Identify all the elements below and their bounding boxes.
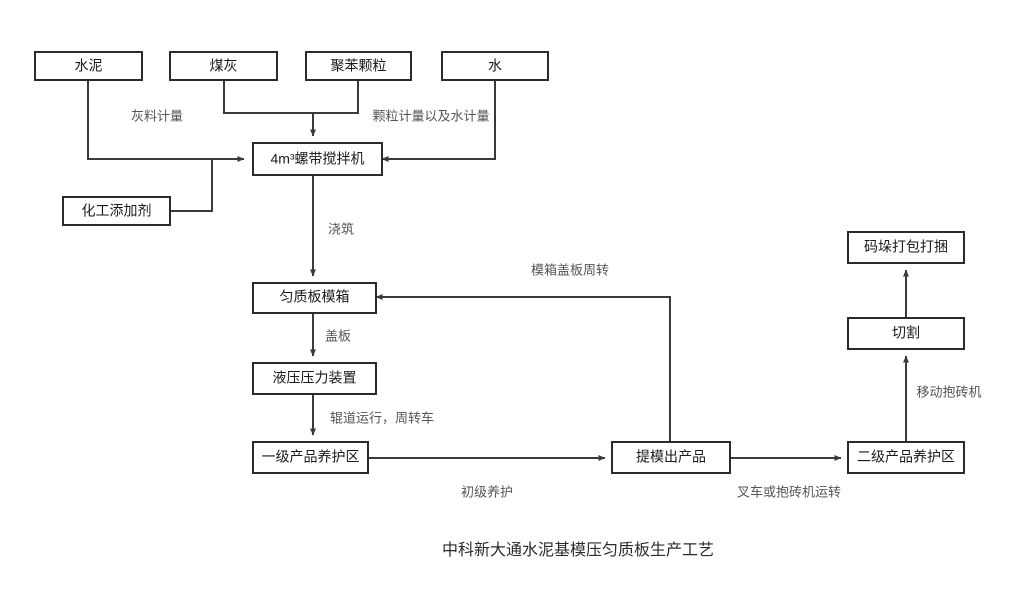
diagram-caption: 中科新大通水泥基模压匀质板生产工艺 <box>442 541 714 559</box>
node-fly-ash-label: 煤灰 <box>210 58 238 74</box>
node-eps-beads-label: 聚苯颗粒 <box>331 58 387 74</box>
edge-demold-to-moldbox-loop <box>375 293 671 442</box>
node-cutting[interactable]: 切割 <box>847 317 965 350</box>
node-additive[interactable]: 化工添加剂 <box>62 196 171 226</box>
edge-label-mold-cover-cycle: 模箱盖板周转 <box>531 262 609 277</box>
edge-label-pouring: 浇筑 <box>328 221 354 236</box>
node-mold-box[interactable]: 匀质板模箱 <box>252 282 377 314</box>
edge-label-primary-curing: 初级养护 <box>461 484 513 499</box>
node-water[interactable]: 水 <box>441 51 549 81</box>
node-additive-label: 化工添加剂 <box>82 203 152 219</box>
edge-label-ash-metering: 灰料计量 <box>131 108 183 123</box>
edge-label-cover-plate: 盖板 <box>325 328 351 343</box>
node-eps-beads[interactable]: 聚苯颗粒 <box>305 51 412 81</box>
node-mixer-label: 4m³螺带搅拌机 <box>270 151 364 167</box>
node-demold[interactable]: 提模出产品 <box>611 441 731 474</box>
node-demold-label: 提模出产品 <box>636 449 706 465</box>
node-cure-1-label: 一级产品养护区 <box>262 449 360 465</box>
node-palletize[interactable]: 码垛打包打捆 <box>847 231 965 264</box>
edge-water-to-mixer <box>381 80 496 163</box>
node-cement[interactable]: 水泥 <box>34 51 143 81</box>
node-cure-2-label: 二级产品养护区 <box>857 449 955 465</box>
node-hydraulic[interactable]: 液压压力装置 <box>252 362 377 395</box>
node-cure-2[interactable]: 二级产品养护区 <box>847 441 965 474</box>
edge-label-mobile-brick-clamp: 移动抱砖机 <box>916 384 981 399</box>
edge-additive-to-mixer <box>170 159 213 212</box>
node-mixer[interactable]: 4m³螺带搅拌机 <box>252 142 383 176</box>
node-cure-1[interactable]: 一级产品养护区 <box>252 441 369 474</box>
node-palletize-label: 码垛打包打捆 <box>864 239 948 255</box>
edge-label-forklift-transfer: 叉车或抱砖机运转 <box>737 484 841 499</box>
edge-eps-to-mixer <box>309 80 359 137</box>
node-mold-box-label: 匀质板模箱 <box>280 289 350 305</box>
node-hydraulic-label: 液压压力装置 <box>273 370 357 386</box>
edge-label-bead-water-metering: 颗粒计量以及水计量 <box>372 108 489 123</box>
edge-flyash-to-junction <box>223 80 313 114</box>
edge-label-roller-transfer: 辊道运行，周转车 <box>330 410 434 425</box>
node-cement-label: 水泥 <box>75 58 103 74</box>
node-water-label: 水 <box>488 58 502 74</box>
node-fly-ash[interactable]: 煤灰 <box>169 51 278 81</box>
node-cutting-label: 切割 <box>892 325 920 341</box>
edge-cement-to-mixer <box>87 80 245 163</box>
